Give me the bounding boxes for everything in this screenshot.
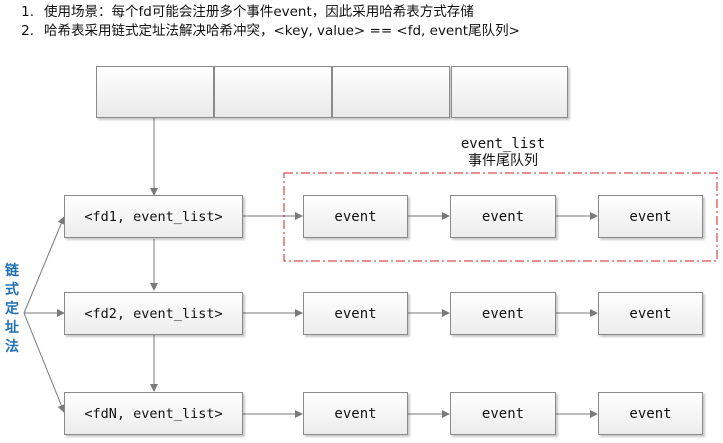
hash-cell-3 <box>332 66 450 118</box>
notes: 1. 使用场景：每个fd可能会注册多个事件event，因此采用哈希表方式存储 2.… <box>8 3 520 41</box>
event-node: event <box>450 195 556 238</box>
event-node: event <box>450 292 556 335</box>
key-node-fd2: <fd2, event_list> <box>64 292 243 335</box>
event-node: event <box>303 392 408 435</box>
event-node: event <box>598 195 703 238</box>
event-list-subtitle: 事件尾队列 <box>468 153 538 169</box>
note-2: 2. 哈希表采用链式定址法解决哈希冲突，<key, value> == <fd, … <box>8 22 520 41</box>
event-node: event <box>450 392 556 435</box>
hash-cell-1 <box>96 66 214 118</box>
note-number: 1. <box>21 4 34 20</box>
event-node: event <box>303 292 408 335</box>
note-number: 2. <box>21 23 34 39</box>
event-list-caption: event_list 事件尾队列 <box>403 136 603 170</box>
event-node: event <box>598 392 703 435</box>
key-node-fd1: <fd1, event_list> <box>64 195 243 238</box>
note-text: 使用场景：每个fd可能会注册多个事件event，因此采用哈希表方式存储 <box>44 4 474 20</box>
hash-cell-4 <box>451 66 568 118</box>
event-list-frame <box>283 172 718 262</box>
event-node: event <box>598 292 703 335</box>
chaining-label: 链式定址法 <box>5 263 19 355</box>
fan-to-fdN <box>23 312 66 413</box>
note-1: 1. 使用场景：每个fd可能会注册多个事件event，因此采用哈希表方式存储 <box>8 3 520 22</box>
event-list-title: event_list <box>460 136 546 152</box>
key-node-fdN: <fdN, event_list> <box>64 392 243 435</box>
fan-to-fd1 <box>23 216 65 314</box>
hash-cell-2 <box>214 66 332 118</box>
event-node: event <box>303 195 408 238</box>
note-text: 哈希表采用链式定址法解决哈希冲突，<key, value> == <fd, ev… <box>44 23 520 39</box>
